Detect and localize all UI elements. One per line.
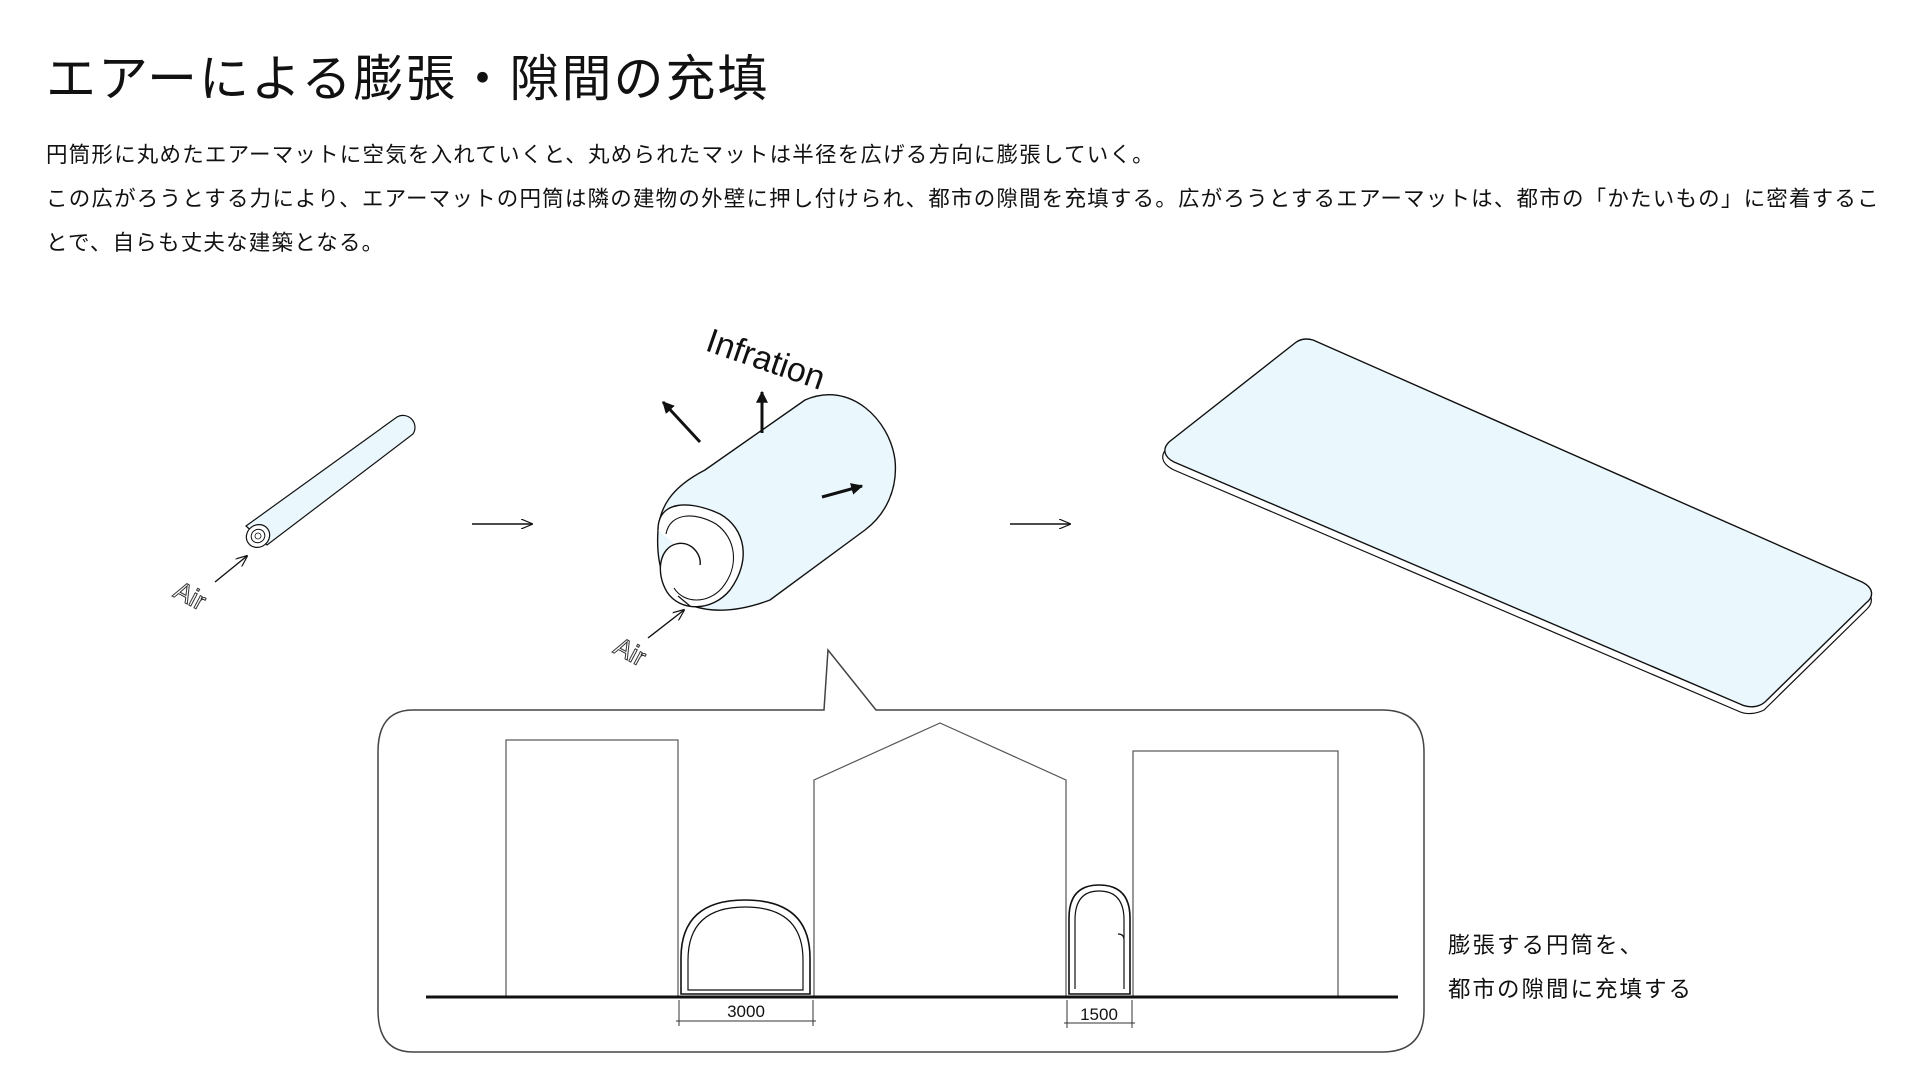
rolled-mat-small: [245, 414, 416, 548]
description-paragraph-1: 円筒形に丸めたエアーマットに空気を入れていくと、丸められたマットは半径を広げる方…: [46, 143, 1155, 168]
air-label-large: Air: [609, 631, 651, 673]
inflating-roll: [656, 394, 897, 611]
building-center: [813, 722, 1067, 997]
street-section: 3000 1500: [426, 722, 1398, 1028]
air-label-small: Air: [169, 575, 211, 617]
inflation-arrow-right: [821, 483, 864, 499]
caption-line-2: 都市の隙間に充填する: [1448, 977, 1694, 1003]
flat-mat: [1162, 338, 1873, 715]
caption-line-1: 膨張する円筒を、: [1448, 933, 1645, 959]
description-paragraph-2: この広がろうとする力により、エアーマットの円筒は隣の建物の外壁に押し付けられ、都…: [46, 187, 1880, 256]
dimension-right: 1500: [1080, 1005, 1118, 1024]
inflated-tube-large: [680, 899, 811, 995]
description: 円筒形に丸めたエアーマットに空気を入れていくと、丸められたマットは半径を広げる方…: [46, 134, 1886, 266]
diagram-caption: 膨張する円筒を、 都市の隙間に充填する: [1448, 924, 1693, 1012]
air-arrow-large: [647, 610, 684, 639]
inflation-arrow-left: [661, 400, 702, 444]
speech-bubble: [377, 648, 1425, 1053]
page-title: エアーによる膨張・隙間の充填: [46, 50, 770, 108]
inflated-tube-small: [1068, 884, 1131, 995]
inflation-label: Infration: [701, 322, 830, 398]
dimension-left: 3000: [727, 1002, 765, 1021]
air-arrow-small: [214, 556, 247, 583]
